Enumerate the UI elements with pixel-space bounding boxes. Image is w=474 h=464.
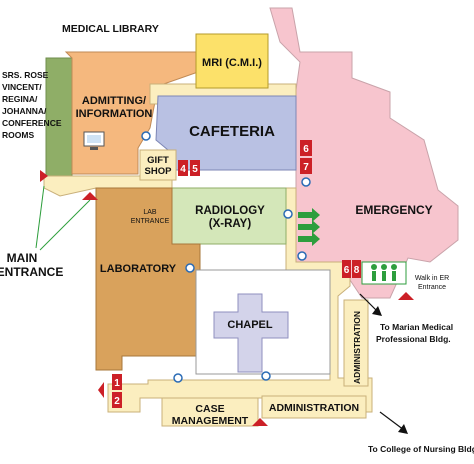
elevator-8-label: 8 xyxy=(354,265,360,276)
bottom-entrance-marker xyxy=(252,418,268,426)
elevator-4-label: 4 xyxy=(180,164,186,175)
admitting-label-2: INFORMATION xyxy=(76,108,153,120)
administration-bottom-room xyxy=(261,395,367,419)
walk-in-er-label-2: Entrance xyxy=(418,284,446,291)
cafeteria-label: CAFETERIA xyxy=(189,123,275,140)
elevator-7-label: 7 xyxy=(303,162,309,173)
elevator-emergency: 6 7 xyxy=(300,140,312,174)
info-point-icons xyxy=(141,131,311,383)
gift-shop-label-2: SHOP xyxy=(145,166,173,177)
main-entrance-marker-south xyxy=(82,192,98,200)
elevator-emergency-lower: 6 8 xyxy=(342,260,361,278)
main-entrance-label-1: MAIN xyxy=(7,251,38,265)
computer-icon xyxy=(83,131,105,150)
case-management-label-2: MANAGEMENT xyxy=(172,415,249,427)
elevator-5-label: 5 xyxy=(192,164,198,175)
conference-line-4: JOHANNA/ xyxy=(2,106,47,116)
radiology-label-2: (X-RAY) xyxy=(209,218,252,230)
mri-room xyxy=(195,33,269,89)
medical-library-label: MEDICAL LIBRARY xyxy=(62,23,159,35)
elevator-south-west: 1 2 xyxy=(112,374,122,408)
radiology-label-1: RADIOLOGY xyxy=(195,205,265,217)
elevator-1-label: 1 xyxy=(114,378,120,389)
conference-line-6: ROOMS xyxy=(2,130,34,140)
lab-entrance-label-1: LAB xyxy=(143,209,157,216)
chapel-room xyxy=(213,293,289,373)
main-entrance-label-2: ENTRANCE xyxy=(0,265,63,279)
case-management-label-1: CASE xyxy=(195,403,224,415)
chapel-label: CHAPEL xyxy=(227,319,273,331)
walk-in-er-label-1: Walk in ER xyxy=(415,275,449,282)
er-entrance-marker xyxy=(398,292,414,300)
elevator-6b-label: 6 xyxy=(344,265,350,276)
conference-line-1: SRS. ROSE xyxy=(2,70,49,80)
gift-shop-room xyxy=(139,149,177,181)
elevator-gift-shop: 4 5 xyxy=(178,160,200,176)
mri-label: MRI (C.M.I.) xyxy=(202,57,262,69)
to-nursing-label: To College of Nursing Bldg. xyxy=(368,444,474,454)
main-entrance-marker-west xyxy=(40,170,48,182)
conference-line-3: REGINA/ xyxy=(2,94,38,104)
gift-shop-label-1: GIFT xyxy=(147,155,169,166)
administration-label: ADMINISTRATION xyxy=(269,402,359,414)
main-entrance-pointer-1 xyxy=(35,185,45,249)
administration-vertical-room xyxy=(343,299,369,387)
conference-line-2: VINCENT/ xyxy=(2,82,42,92)
arrow-to-marian xyxy=(359,293,382,316)
elevator-6-label: 6 xyxy=(303,144,309,155)
case-management-room xyxy=(161,397,259,427)
main-entrance-pointer-2 xyxy=(39,199,91,251)
to-marian-label-1: To Marian Medical xyxy=(380,322,453,332)
conference-line-5: CONFERENCE xyxy=(2,118,62,128)
emergency-direction-arrows xyxy=(298,208,320,246)
restroom-icon xyxy=(361,261,407,285)
to-marian-label-2: Professional Bldg. xyxy=(376,334,451,344)
administration-vertical-label: ADMINISTRATION xyxy=(352,311,362,384)
emergency-label: EMERGENCY xyxy=(355,203,432,217)
elevator-2-label: 2 xyxy=(114,396,120,407)
arrow-to-nursing xyxy=(379,411,408,434)
sw-entrance-marker xyxy=(98,382,104,398)
laboratory-label: LABORATORY xyxy=(100,263,177,275)
admitting-label-1: ADMITTING/ xyxy=(82,95,146,107)
lab-entrance-label-2: ENTRANCE xyxy=(131,218,170,225)
